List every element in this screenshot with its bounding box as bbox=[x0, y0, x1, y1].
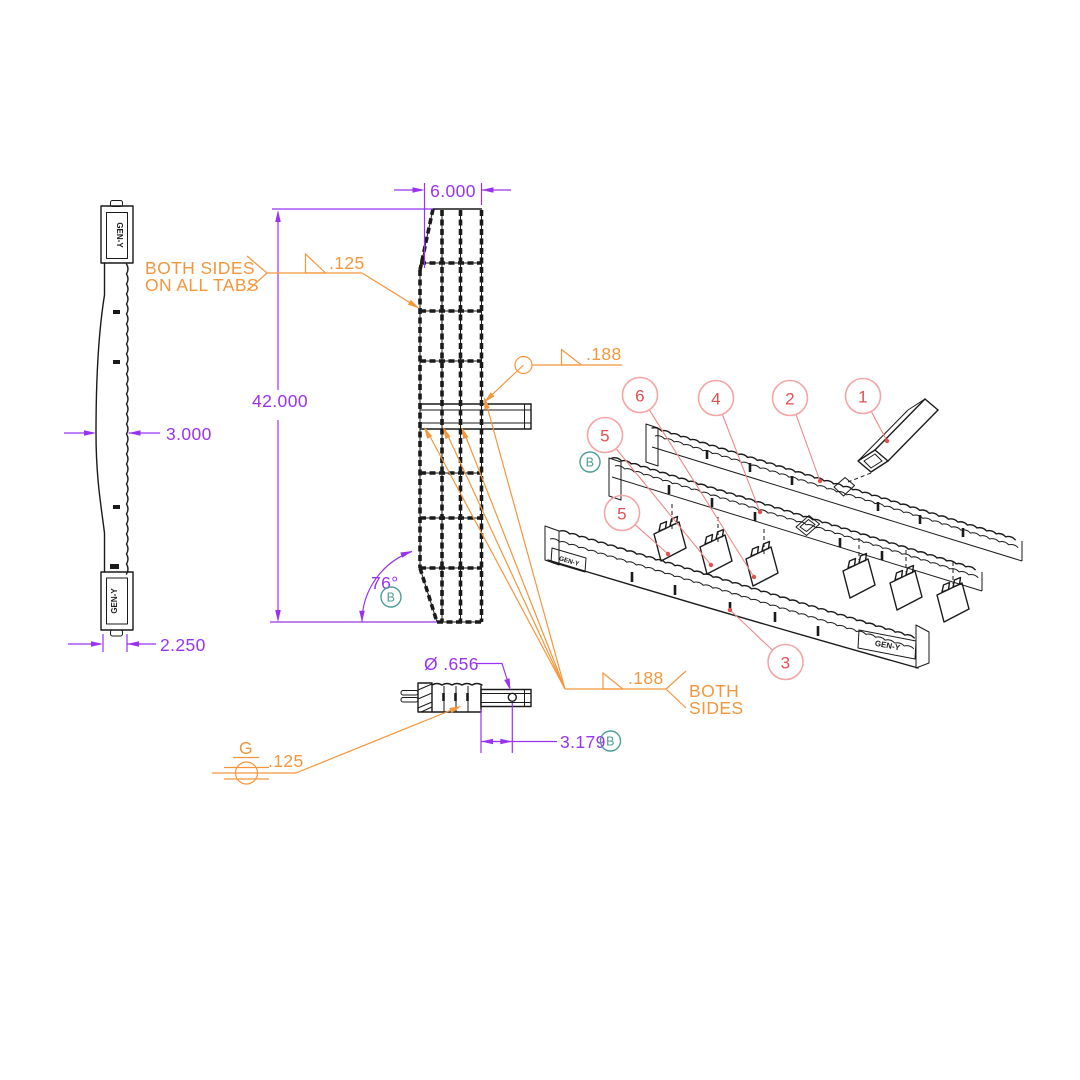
front-view: 6.000 42.000 76° B BOTH SIDES ON ALL TAB… bbox=[145, 181, 744, 718]
ghost-tab-3 bbox=[936, 576, 970, 623]
part-middle-bar bbox=[608, 456, 983, 592]
datum-circle-exploded bbox=[579, 451, 601, 473]
balloon-1-label: 1 bbox=[858, 388, 868, 407]
datum-exploded: B bbox=[579, 451, 601, 473]
datum-angle-text: B bbox=[387, 591, 396, 605]
balloon-5b: 5 bbox=[603, 494, 671, 557]
weld-ribs-note2: SIDES bbox=[689, 698, 744, 718]
side-bar-slots bbox=[110, 310, 120, 569]
part-front-bar: GEN-Y GEN-Y bbox=[544, 525, 930, 669]
weld-grind-size: .125 bbox=[268, 751, 304, 771]
dim-hole-offset-text: 3.179 bbox=[560, 732, 606, 752]
hitch-pin-hole bbox=[507, 692, 517, 702]
brand-logo-bottom: GEN-Y bbox=[110, 588, 119, 614]
balloon-5a-label: 5 bbox=[600, 427, 610, 446]
dim-front-width: 6.000 bbox=[394, 181, 511, 268]
part-receiver-tube bbox=[857, 398, 939, 473]
weld-note-receiver: .188 bbox=[484, 344, 622, 403]
balloon-5a: 5 bbox=[586, 416, 714, 568]
dim-side-base: 2.250 bbox=[68, 634, 206, 655]
dim-front-height: 42.000 bbox=[252, 208, 437, 623]
weld-ribs-note1: BOTH bbox=[689, 681, 739, 701]
ghost-tab-1 bbox=[842, 552, 876, 599]
balloon-6-label: 6 bbox=[635, 387, 645, 406]
detail-end-plate bbox=[417, 682, 433, 713]
side-bar-serrated-edge bbox=[125, 263, 129, 575]
weld-receiver-size: .188 bbox=[586, 344, 622, 364]
dim-front-angle-text: 76° bbox=[371, 573, 399, 593]
dim-side-width-text: 3.000 bbox=[166, 424, 212, 444]
side-bottom-tab bbox=[110, 629, 123, 637]
side-view: GEN-Y GEN-Y 3.000 bbox=[64, 200, 212, 655]
detail-pin-bottom bbox=[400, 697, 419, 703]
front-receiver-tube bbox=[419, 403, 532, 430]
dim-hole-dia-text: Ø .656 bbox=[424, 654, 479, 674]
weld-note-tabs: BOTH SIDES ON ALL TABS .125 bbox=[145, 252, 420, 309]
fillet-weld-symbol bbox=[602, 671, 625, 690]
weld-note-grind: G .125 bbox=[212, 706, 462, 785]
weld-tabs-note1: BOTH SIDES bbox=[145, 258, 255, 278]
balloon-4: 4 bbox=[697, 379, 763, 515]
front-cross-plates bbox=[420, 261, 482, 624]
dim-front-height-text: 42.000 bbox=[252, 391, 308, 411]
rear-bar-tube-hole bbox=[833, 477, 855, 497]
dim-front-angle: 76° B bbox=[359, 550, 413, 623]
weld-grind-finish: G bbox=[239, 738, 253, 758]
balloon-5b-label: 5 bbox=[617, 505, 627, 524]
fillet-weld-symbol bbox=[560, 348, 584, 366]
weld-tabs-size: .125 bbox=[329, 253, 365, 273]
ghost-tab-2 bbox=[889, 564, 923, 611]
datum-offset-text: B bbox=[606, 735, 615, 749]
front-plate-edges bbox=[418, 208, 484, 623]
dim-side-base-text: 2.250 bbox=[160, 635, 206, 655]
side-top-plate-inner bbox=[106, 212, 128, 259]
dim-side-width: 3.000 bbox=[64, 424, 212, 444]
weld-ribs-size: .188 bbox=[628, 668, 664, 688]
brand-logo-iso-right: GEN-Y bbox=[874, 639, 901, 653]
weld-tabs-note2: ON ALL TABS bbox=[145, 275, 259, 295]
balloon-1: 1 bbox=[844, 377, 890, 444]
middle-bar-tube-hole bbox=[795, 515, 820, 536]
datum-circle-angle bbox=[380, 586, 402, 608]
balloon-6: 6 bbox=[621, 376, 757, 580]
detail-view: Ø .656 3.179 B G .125 bbox=[212, 654, 622, 785]
detail-pin-top bbox=[400, 690, 419, 696]
part-rear-bar bbox=[645, 423, 1023, 562]
datum-exploded-text: B bbox=[586, 456, 595, 470]
balloon-3-label: 3 bbox=[781, 654, 791, 673]
fillet-weld-symbol bbox=[304, 252, 328, 274]
weld-note-ribs: .188 BOTH SIDES bbox=[424, 397, 744, 718]
side-bar-left-edge bbox=[95, 262, 106, 573]
detail-receiver-tube bbox=[480, 688, 532, 708]
exploded-view: GEN-Y GEN-Y 1 2 4 bbox=[544, 376, 1023, 681]
front-bar-logo-plate-right bbox=[857, 629, 917, 660]
side-top-tab bbox=[110, 200, 123, 207]
balloon-4-label: 4 bbox=[711, 390, 721, 409]
dim-hole-offset: 3.179 B bbox=[480, 703, 622, 753]
balloon-3: 3 bbox=[727, 607, 804, 681]
balloon-2-label: 2 bbox=[785, 390, 795, 409]
brand-logo-top: GEN-Y bbox=[115, 222, 124, 248]
datum-circle-offset bbox=[599, 730, 622, 752]
part-tab-2 bbox=[699, 528, 733, 575]
side-bottom-plate-inner bbox=[106, 577, 128, 625]
dim-front-width-text: 6.000 bbox=[430, 181, 476, 201]
part-tab-3 bbox=[745, 540, 779, 587]
dim-hole-dia: Ø .656 bbox=[424, 654, 511, 691]
front-bar-logo-plate-left bbox=[550, 547, 587, 573]
balloon-2: 2 bbox=[771, 379, 823, 484]
